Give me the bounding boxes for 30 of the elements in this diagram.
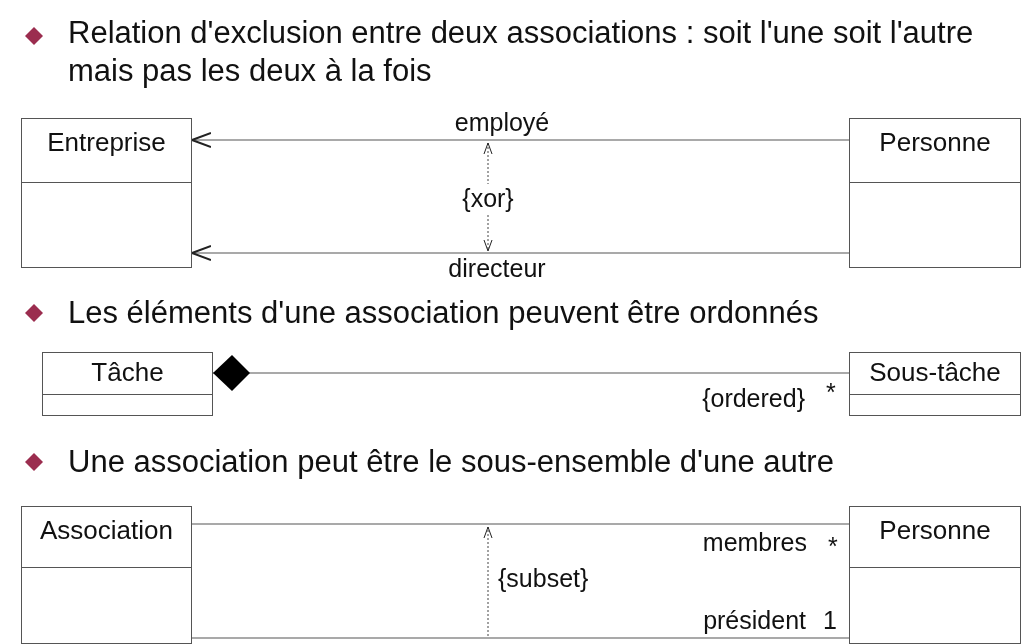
class-name: Personne xyxy=(850,507,1020,568)
class-box xyxy=(849,506,1021,644)
class-box xyxy=(849,118,1021,268)
multiplicity: 1 xyxy=(823,606,837,635)
constraint-label: {xor} xyxy=(462,184,514,213)
constraint-label: {subset} xyxy=(498,564,589,593)
bullet-text: Relation d'exclusion entre deux associations : soit l'une soit l'autre mais pas les deux à la fois xyxy=(68,14,975,90)
composition-line xyxy=(212,355,850,391)
class-box xyxy=(42,352,213,416)
association-line xyxy=(191,132,850,148)
multiplicity: * xyxy=(826,378,836,407)
class-box xyxy=(21,118,192,268)
multiplicity: * xyxy=(828,532,838,561)
bullet-text: Les éléments d'une association peuvent être ordonnés xyxy=(68,294,819,332)
bullet-text: Une association peut être le sous-ensemble d'une autre xyxy=(68,443,834,481)
class-name: Association xyxy=(22,507,191,568)
association-line xyxy=(191,523,850,525)
class-box xyxy=(21,506,192,644)
class-name: Personne xyxy=(850,119,1020,183)
role-name: président xyxy=(703,606,806,635)
association-line xyxy=(191,245,850,261)
class-name: Sous-tâche xyxy=(850,353,1020,395)
role-name: membres xyxy=(702,528,807,557)
class-name: Entreprise xyxy=(22,119,191,183)
class-box xyxy=(849,352,1021,416)
edge-label: directeur xyxy=(448,254,546,283)
class-name: Tâche xyxy=(43,353,212,395)
association-line xyxy=(191,637,850,639)
constraint-label: {ordered} xyxy=(702,384,805,413)
edge-label: employé xyxy=(454,108,550,137)
